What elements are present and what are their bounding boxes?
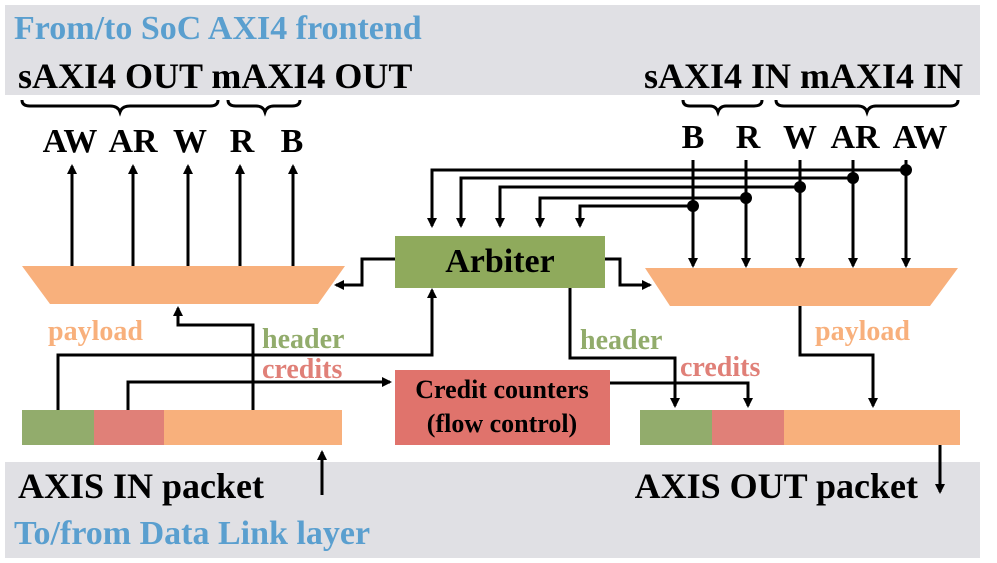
top-band bbox=[5, 5, 980, 95]
credit-counters-line1: Credit counters bbox=[415, 375, 589, 404]
out-signal-arrows bbox=[67, 164, 298, 266]
out-group-label: sAXI4 OUT mAXI4 OUT bbox=[18, 56, 412, 96]
axis-in-credits-field bbox=[94, 410, 164, 445]
junction-dots bbox=[687, 164, 912, 212]
out-signal-ar: AR bbox=[108, 123, 158, 160]
arbiter-label: Arbiter bbox=[445, 243, 555, 280]
top-band-title: From/to SoC AXI4 frontend bbox=[14, 10, 422, 47]
in-signal-arrows bbox=[688, 160, 911, 268]
arbiter-to-in-mux bbox=[605, 257, 652, 290]
in-credits-to-counters bbox=[126, 377, 392, 410]
counters-credits-to-out bbox=[610, 381, 753, 408]
out-signal-r: R bbox=[230, 123, 255, 160]
out-signal-aw: AW bbox=[43, 123, 98, 160]
axis-out-label: AXIS OUT packet bbox=[635, 466, 918, 506]
right-header-label: header bbox=[580, 325, 662, 356]
left-header-label: header bbox=[262, 324, 344, 355]
in-signal-b: B bbox=[682, 119, 705, 156]
axis-out-packet bbox=[640, 410, 960, 445]
credit-counters-box bbox=[395, 370, 610, 445]
in-signal-aw: AW bbox=[893, 119, 948, 156]
mux-payload-to-out bbox=[798, 306, 878, 408]
left-credits-label: credits bbox=[262, 354, 342, 385]
in-header-to-arbiter bbox=[56, 288, 437, 410]
axis-in-payload-field bbox=[164, 410, 342, 445]
credit-counters-line2: (flow control) bbox=[427, 409, 577, 438]
out-braces bbox=[20, 99, 302, 117]
arbiter-request-lines bbox=[427, 168, 906, 228]
in-signal-ar: AR bbox=[830, 119, 880, 156]
bottom-band bbox=[5, 462, 980, 558]
axis-in-packet bbox=[22, 410, 342, 445]
bottom-band-title: To/from Data Link layer bbox=[14, 515, 370, 552]
axis-in-header-field bbox=[22, 410, 94, 445]
in-group-label: sAXI4 IN mAXI4 IN bbox=[644, 56, 963, 96]
out-signal-b: B bbox=[281, 123, 304, 160]
arbiter-to-out-demux bbox=[334, 257, 395, 290]
in-mux bbox=[645, 268, 958, 306]
in-signal-r: R bbox=[736, 119, 761, 156]
axis-in-label: AXIS IN packet bbox=[18, 466, 264, 506]
in-braces bbox=[681, 99, 960, 117]
out-signal-w: W bbox=[173, 123, 207, 160]
out-demux bbox=[22, 266, 345, 304]
in-signal-labels: B R W AR AW bbox=[682, 119, 948, 156]
arbiter-box bbox=[395, 236, 605, 288]
axis-out-payload-field bbox=[784, 410, 960, 445]
axis-out-credits-field bbox=[712, 410, 784, 445]
right-payload-label: payload bbox=[815, 316, 910, 347]
out-signal-labels: AW AR W R B bbox=[43, 123, 304, 160]
left-payload-label: payload bbox=[48, 316, 143, 347]
axis-out-header-field bbox=[640, 410, 712, 445]
in-signal-w: W bbox=[783, 119, 817, 156]
right-credits-label: credits bbox=[680, 352, 760, 383]
in-payload-to-demux bbox=[173, 306, 255, 410]
